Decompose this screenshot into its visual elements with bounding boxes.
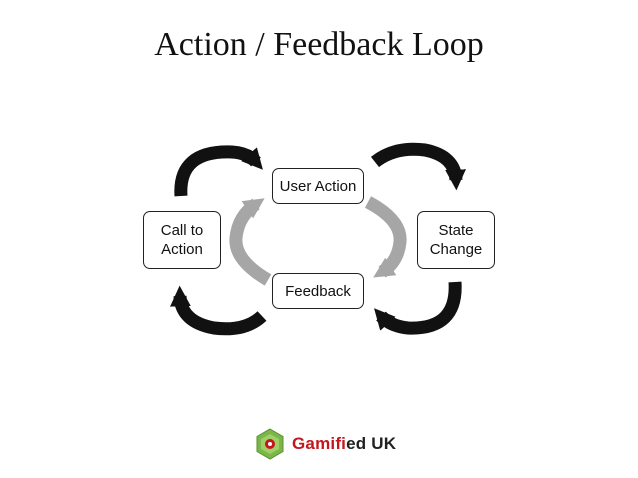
node-call-to-action-label: Call to Action	[160, 222, 204, 258]
arrow-call-to-user-action	[174, 145, 263, 197]
hexagon-logo-icon	[256, 428, 284, 460]
arrow-state-to-feedback	[374, 281, 462, 335]
node-call-to-action: Call to Action	[143, 211, 221, 269]
logo-text: Gamified UK	[292, 434, 397, 453]
arrow-user-action-to-state	[370, 142, 466, 191]
arrow-feedback-to-call	[170, 285, 267, 336]
diagram-title: Action / Feedback Loop	[154, 26, 484, 63]
node-user-action-label: User Action	[279, 177, 357, 195]
node-user-action: User Action	[272, 168, 364, 204]
gamified-uk-logo: Gamified UK	[254, 428, 396, 460]
node-state-change-label: State Change	[429, 222, 483, 258]
node-state-change: State Change	[417, 211, 495, 269]
node-feedback-label: Feedback	[285, 282, 351, 300]
node-feedback: Feedback	[272, 273, 364, 309]
arrow-feedback-to-user-action-inner	[229, 198, 272, 286]
arrow-user-action-to-feedback-inner	[364, 196, 407, 278]
